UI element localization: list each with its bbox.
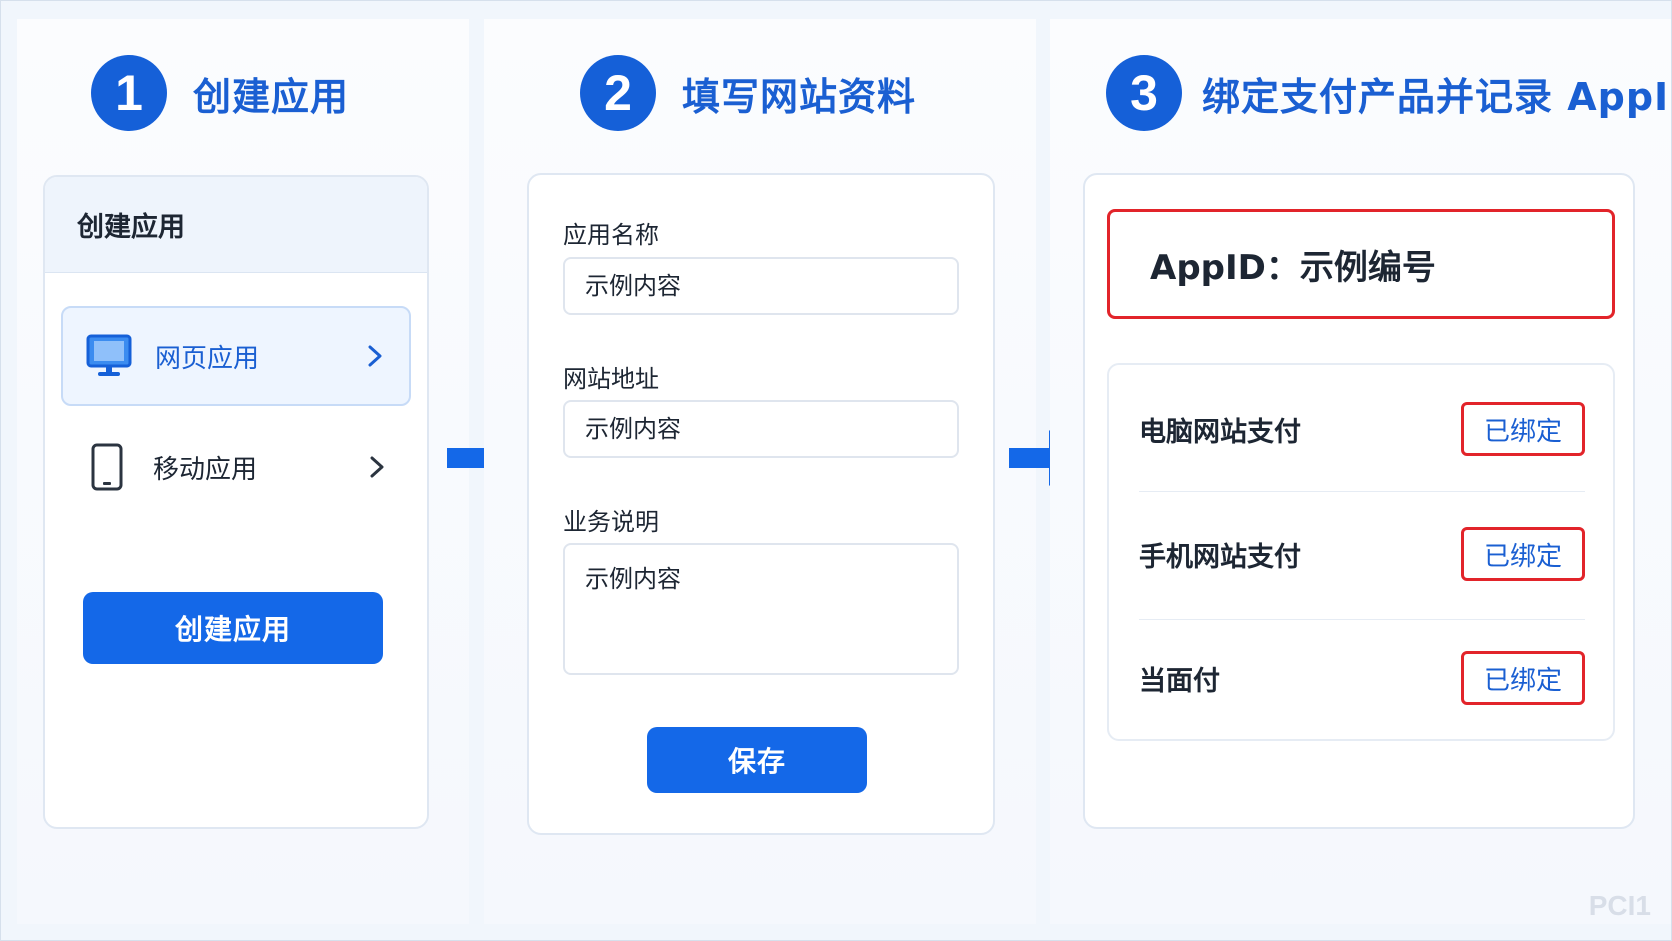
step3-title: 绑定支付产品并记录 AppID (1202, 74, 1672, 119)
step3-number: 3 (1106, 55, 1182, 131)
web-app-label: 网页应用 (155, 343, 260, 374)
pay-product-name: 当面付 (1139, 665, 1220, 697)
save-button[interactable]: 保存 (647, 727, 867, 793)
step2-number: 2 (580, 55, 656, 131)
bound-status-badge[interactable]: 已绑定 (1461, 527, 1585, 581)
bound-status-badge[interactable]: 已绑定 (1461, 651, 1585, 705)
step3-header: 3 绑定支付产品并记录 AppID (1106, 55, 1672, 131)
create-app-card-title: 创建应用 (45, 177, 427, 273)
app-name-label: 应用名称 (563, 221, 659, 249)
chevron-right-icon (363, 344, 387, 368)
bound-status-badge[interactable]: 已绑定 (1461, 402, 1585, 456)
create-app-button[interactable]: 创建应用 (83, 592, 383, 664)
website-url-label: 网站地址 (563, 365, 659, 393)
pay-product-name: 电脑网站支付 (1139, 416, 1301, 448)
pay-product-row: 电脑网站支付 已绑定 (1139, 369, 1585, 489)
create-app-card: 创建应用 网页应用 (43, 175, 429, 829)
bind-products-card: AppID：示例编号 电脑网站支付 已绑定 手机网站支付 已绑定 当面付 已绑定 (1083, 173, 1635, 829)
pay-product-row: 手机网站支付 已绑定 (1139, 494, 1585, 614)
phone-icon (83, 443, 131, 491)
chevron-right-icon (365, 455, 389, 479)
website-info-card: 应用名称 示例内容 网站地址 示例内容 业务说明 示例内容 保存 (527, 173, 995, 835)
pay-product-row: 当面付 已绑定 (1139, 618, 1585, 738)
divider (1139, 491, 1585, 492)
divider (1139, 619, 1585, 620)
step1-title: 创建应用 (193, 74, 350, 119)
step2-header: 2 填写网站资料 (580, 55, 916, 131)
business-desc-textarea[interactable]: 示例内容 (563, 543, 959, 675)
mobile-app-option[interactable]: 移动应用 (61, 417, 411, 517)
step1-panel: 1 创建应用 创建应用 网页应用 (17, 19, 469, 924)
step1-number: 1 (91, 55, 167, 131)
app-name-input[interactable]: 示例内容 (563, 257, 959, 315)
step3-panel: 3 绑定支付产品并记录 AppID AppID：示例编号 电脑网站支付 已绑定 … (1050, 19, 1672, 924)
monitor-icon (85, 332, 133, 380)
payment-products-list: 电脑网站支付 已绑定 手机网站支付 已绑定 当面付 已绑定 (1107, 363, 1615, 741)
step2-panel: 2 填写网站资料 应用名称 示例内容 网站地址 示例内容 业务说明 示例内容 保… (484, 19, 1036, 924)
watermark: PCI1 (1588, 890, 1651, 921)
appid-display: AppID：示例编号 (1107, 209, 1615, 319)
step1-header: 1 创建应用 (91, 55, 349, 131)
business-desc-label: 业务说明 (563, 508, 659, 536)
web-app-option[interactable]: 网页应用 (61, 306, 411, 406)
website-url-input[interactable]: 示例内容 (563, 400, 959, 458)
step2-title: 填写网站资料 (682, 74, 917, 119)
pay-product-name: 手机网站支付 (1139, 541, 1301, 573)
mobile-app-label: 移动应用 (153, 454, 258, 485)
